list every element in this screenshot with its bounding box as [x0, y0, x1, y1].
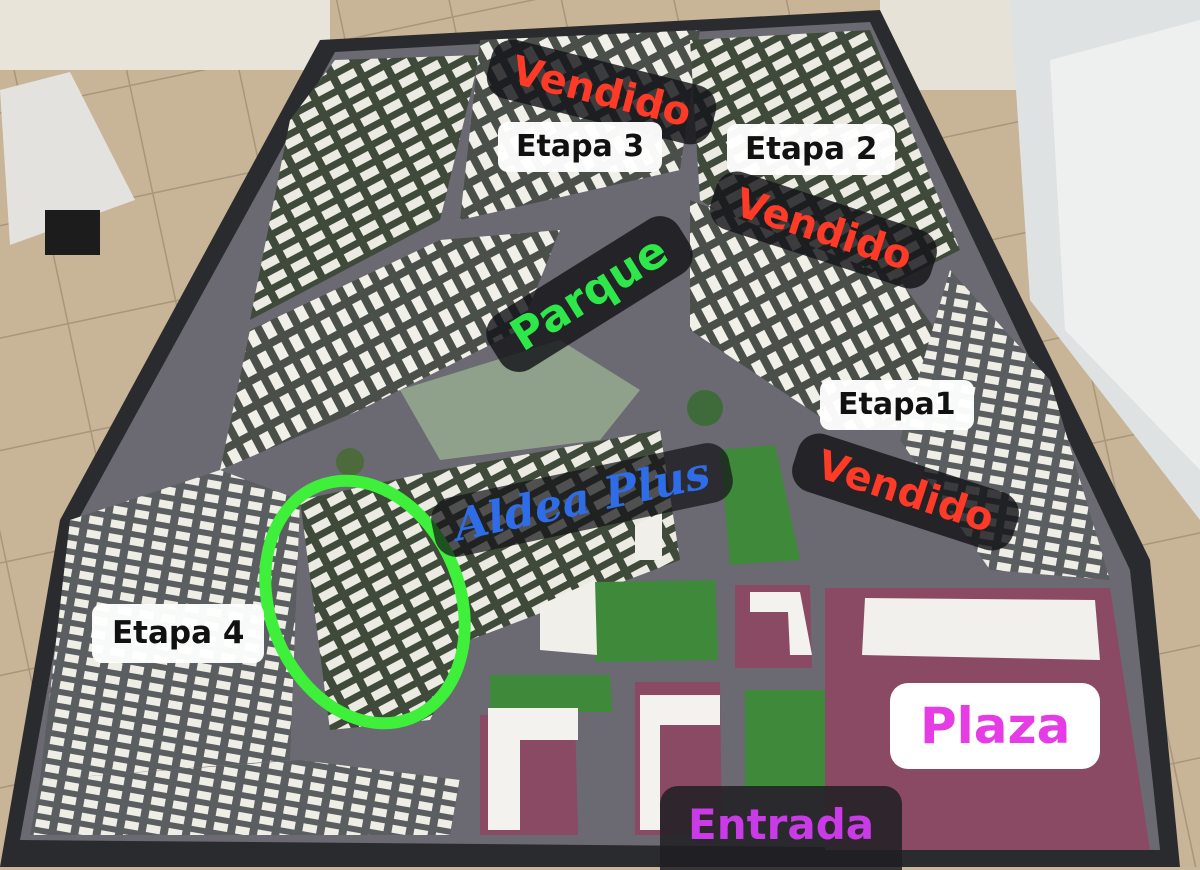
- etapa-1-label: Etapa1: [820, 380, 974, 430]
- etapa-2-label: Etapa 2: [727, 124, 896, 175]
- etapa-4-label: Etapa 4: [92, 604, 265, 663]
- plaza-label: Plaza: [890, 683, 1101, 769]
- etapa-3-label: Etapa 3: [498, 122, 663, 172]
- entrada-label: Entrada: [660, 786, 903, 870]
